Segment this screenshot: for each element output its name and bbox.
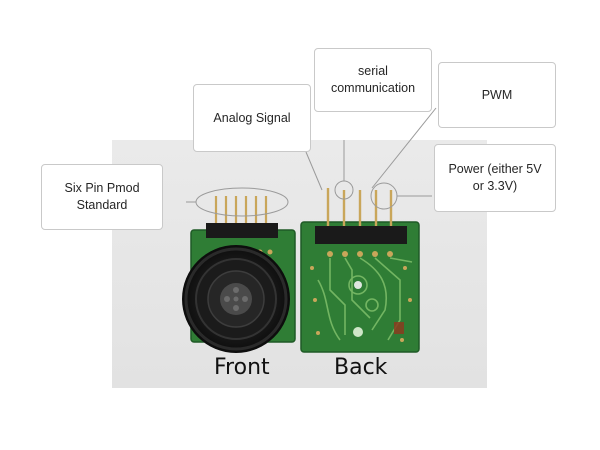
back-header-pins (326, 188, 393, 226)
front-header-block (206, 223, 278, 238)
callout-serial-communication: serial communication (314, 48, 432, 112)
callout-analog-signal: Analog Signal (193, 84, 311, 152)
callout-power: Power (either 5V or 3.3V) (434, 144, 556, 212)
photo-backdrop (112, 140, 487, 388)
callout-pwm: PWM (438, 62, 556, 128)
ultrasonic-transducer-icon (182, 245, 290, 353)
callout-pointers (186, 107, 437, 217)
front-caption: Front (214, 355, 270, 380)
back-board (300, 188, 420, 353)
callout-six-pin-pmod: Six Pin Pmod Standard (41, 164, 163, 230)
back-header-block (315, 226, 407, 244)
back-caption: Back (334, 355, 388, 380)
front-board (182, 196, 296, 353)
